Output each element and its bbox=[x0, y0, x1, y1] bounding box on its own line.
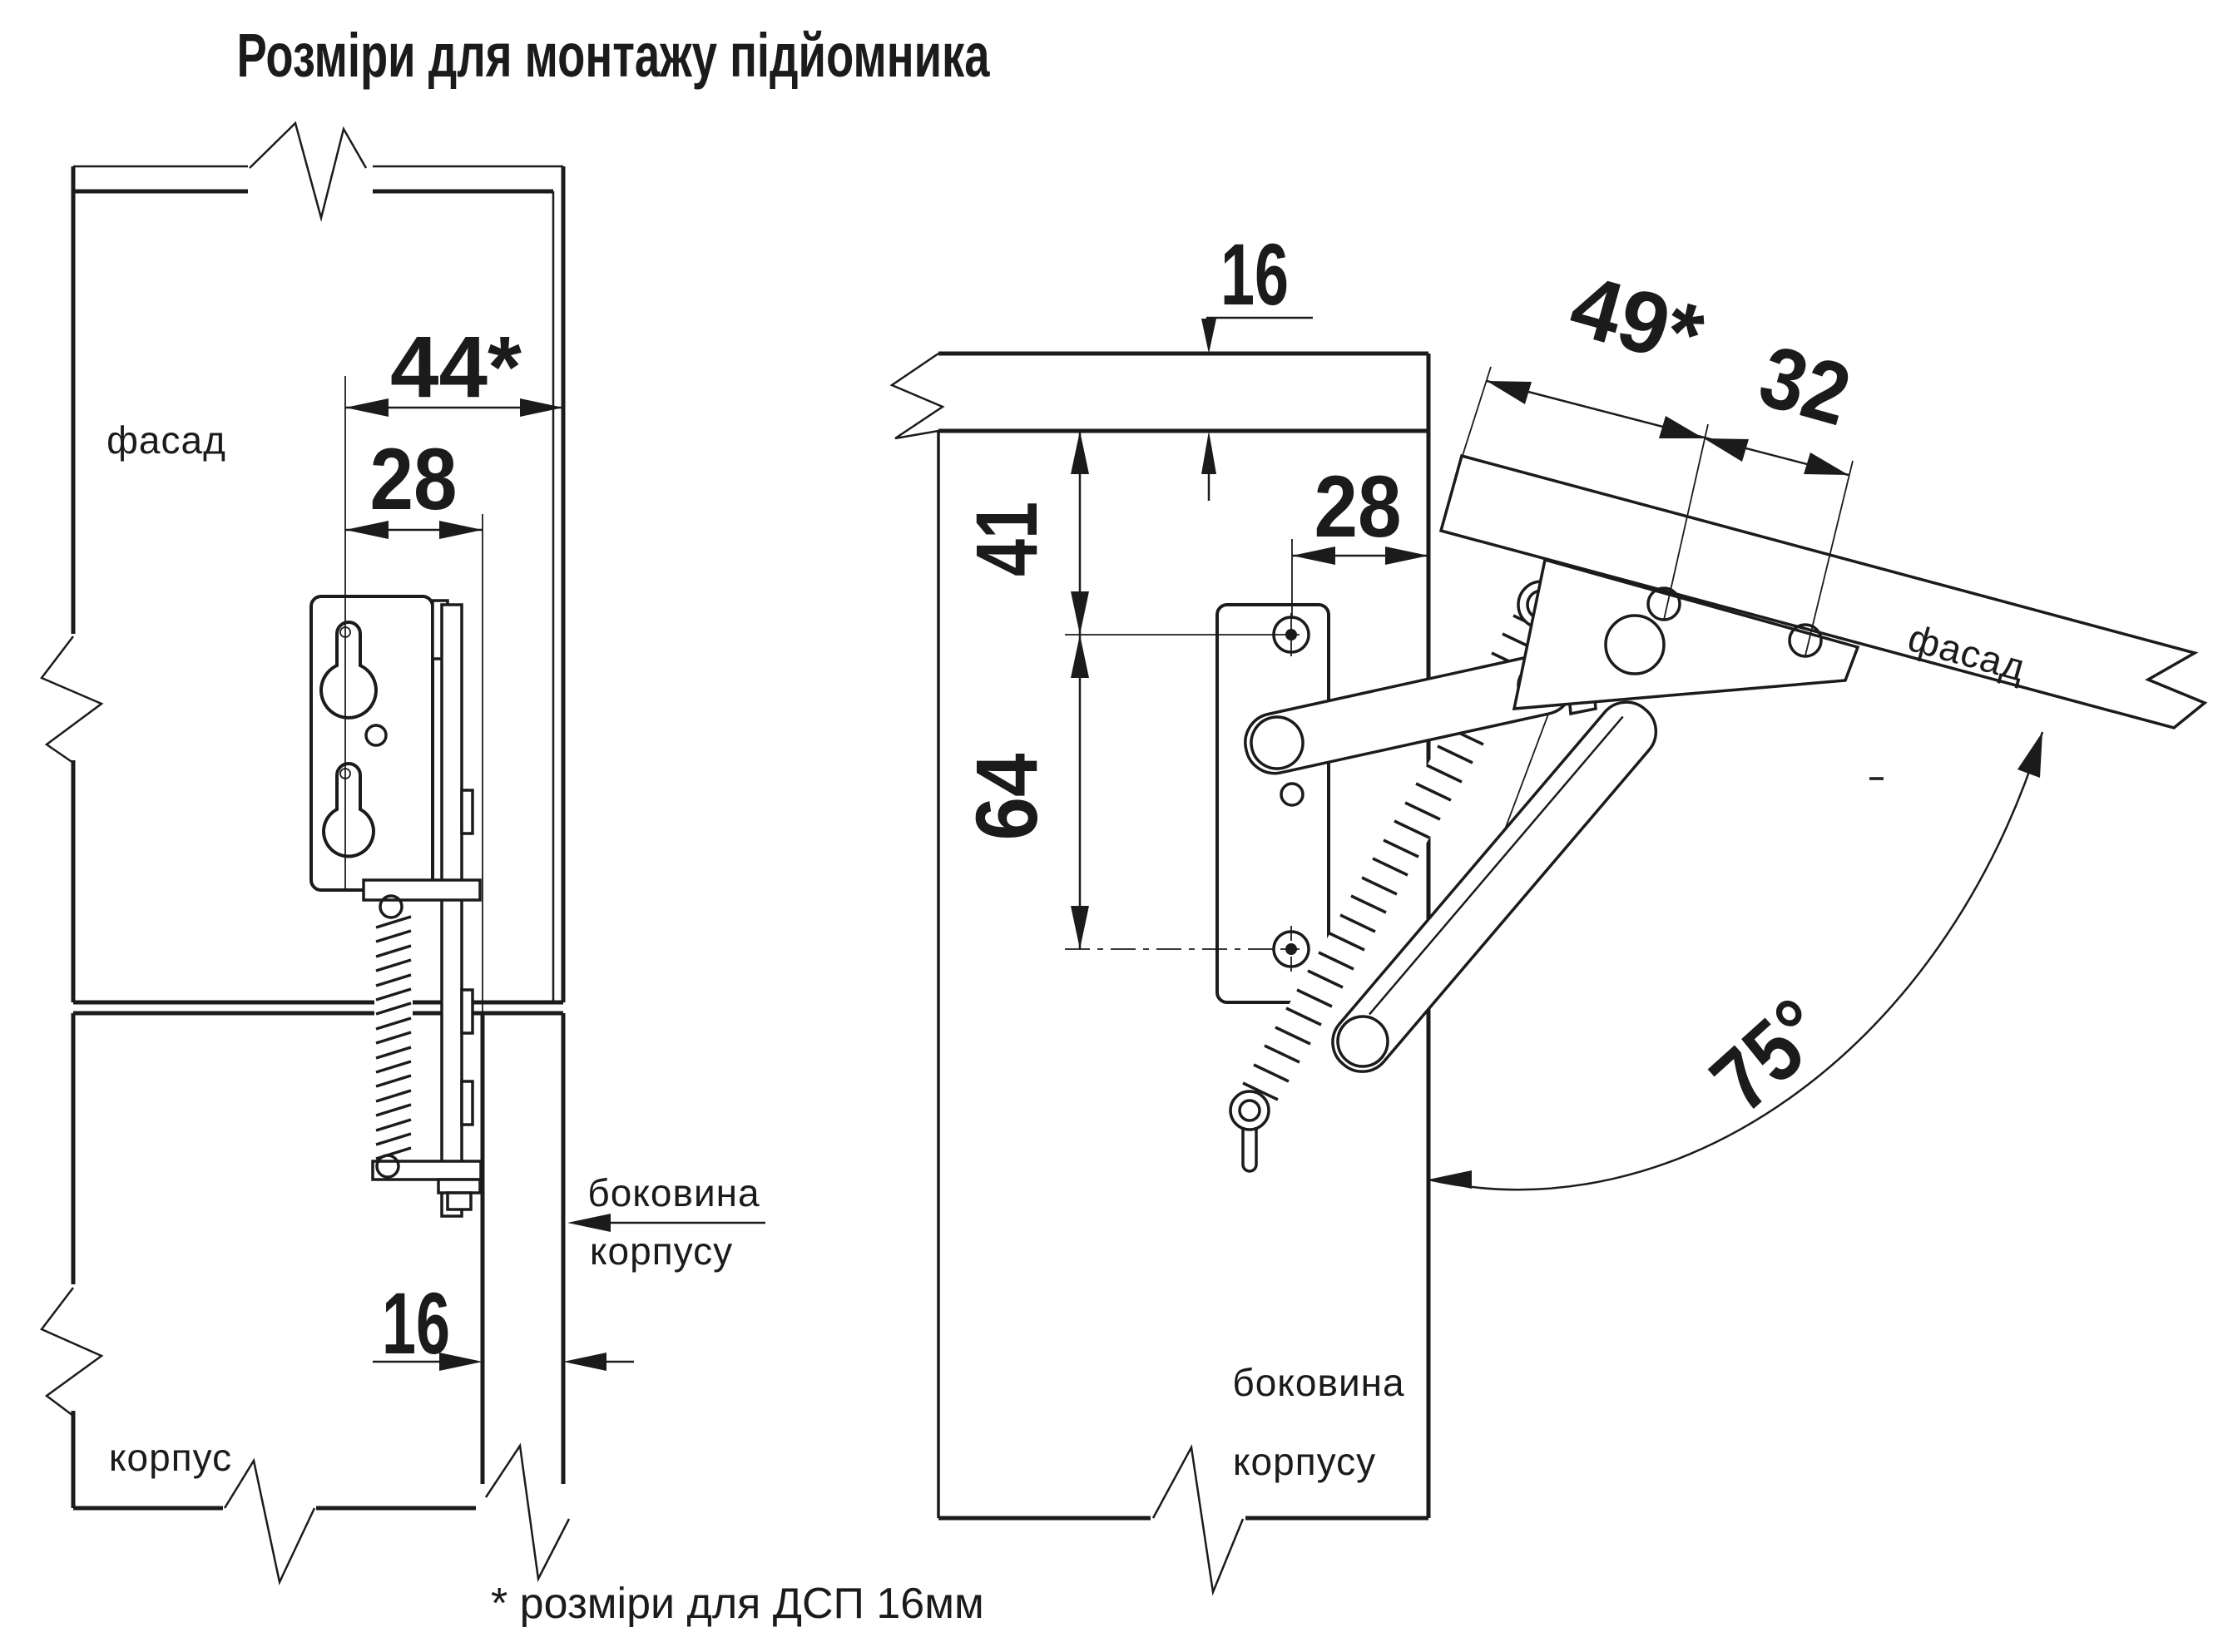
top-panel-edge bbox=[889, 351, 1431, 440]
dim-32-label: 32 bbox=[1750, 327, 1860, 444]
left-labels: фасад корпус боковина корпусу bbox=[106, 418, 765, 1479]
side-panel-label-right-1: боковина bbox=[1232, 1361, 1404, 1404]
left-dimensions: 44* 28 16 bbox=[344, 319, 634, 1373]
page-title: Розміри для монтажу підйомника bbox=[237, 21, 991, 90]
side-panel-label-2: корпусу bbox=[590, 1229, 733, 1273]
side-panel-edge bbox=[476, 1013, 572, 1583]
upper-foot-bar bbox=[362, 878, 482, 902]
lever-arm-edge bbox=[440, 603, 463, 1218]
bracket-hole bbox=[1604, 614, 1666, 675]
dim-41-label: 41 bbox=[958, 502, 1056, 576]
break-symbol-left bbox=[40, 636, 104, 764]
mounting-plate bbox=[1215, 603, 1330, 1004]
keyhole-slot-upper bbox=[319, 621, 378, 720]
break-symbol-side-bottom bbox=[484, 1442, 571, 1583]
screw-hole bbox=[364, 724, 388, 747]
break-symbol-corpus-bottom bbox=[223, 1457, 316, 1585]
lever-arm-short bbox=[1244, 653, 1574, 775]
right-dimensions: 16 41 64 28 49* 32 bbox=[958, 226, 1860, 949]
spring-front bbox=[374, 894, 413, 1160]
dim-49-label: 49* bbox=[1561, 256, 1714, 385]
facade-panel-front bbox=[40, 121, 566, 1002]
side-panel-label-right-2: корпусу bbox=[1233, 1440, 1376, 1483]
break-symbol-corpus-left bbox=[40, 1287, 104, 1417]
screw-boss-2 bbox=[1788, 623, 1823, 658]
dim-16-label: 16 bbox=[382, 1275, 450, 1373]
opening-angle: 75° bbox=[1428, 731, 2044, 1191]
screw-hole-lower bbox=[1272, 930, 1310, 968]
dim-44-label: 44* bbox=[390, 319, 522, 416]
footnote: * розміри для ДСП 16мм bbox=[491, 1580, 984, 1628]
break-symbol-top bbox=[249, 121, 368, 222]
dim-75-label: 75° bbox=[1693, 980, 1844, 1130]
facade-corpus-gap bbox=[73, 1000, 563, 1016]
lift-mechanism-front bbox=[309, 595, 483, 1218]
corpus-panel-front bbox=[40, 1013, 483, 1585]
right-labels: боковина корпусу bbox=[1232, 1361, 1404, 1483]
break-symbol-top-panel bbox=[889, 352, 945, 440]
corpus-label: корпус bbox=[109, 1436, 232, 1479]
facade-bracket bbox=[1512, 557, 1860, 710]
screw-hole-upper bbox=[1272, 616, 1310, 654]
leader-arrow bbox=[567, 1214, 611, 1232]
dim-28-right-label: 28 bbox=[1314, 458, 1402, 556]
dim-16-top-label: 16 bbox=[1220, 226, 1289, 324]
keyhole-slot-lower bbox=[322, 762, 375, 858]
right-view: фасад 75° 16 bbox=[889, 226, 2208, 1599]
side-panel-label-1: боковина bbox=[587, 1171, 760, 1214]
facade-label: фасад bbox=[106, 418, 226, 462]
pivot-pin-small bbox=[1280, 782, 1305, 807]
dim-64-label: 64 bbox=[958, 754, 1056, 841]
dim-28-label: 28 bbox=[370, 431, 458, 528]
mounting-plate-side bbox=[1065, 603, 1330, 1004]
break-symbol-side-panel bbox=[1151, 1444, 1245, 1596]
spring-hook-top bbox=[379, 894, 403, 919]
lever-arm-long bbox=[1331, 700, 1658, 1073]
spring-hook-bottom bbox=[375, 1154, 400, 1179]
spring-hook-bottom-side bbox=[1229, 1090, 1270, 1131]
left-view: 44* 28 16 фасад корпус боковина корпусу bbox=[40, 121, 765, 1585]
